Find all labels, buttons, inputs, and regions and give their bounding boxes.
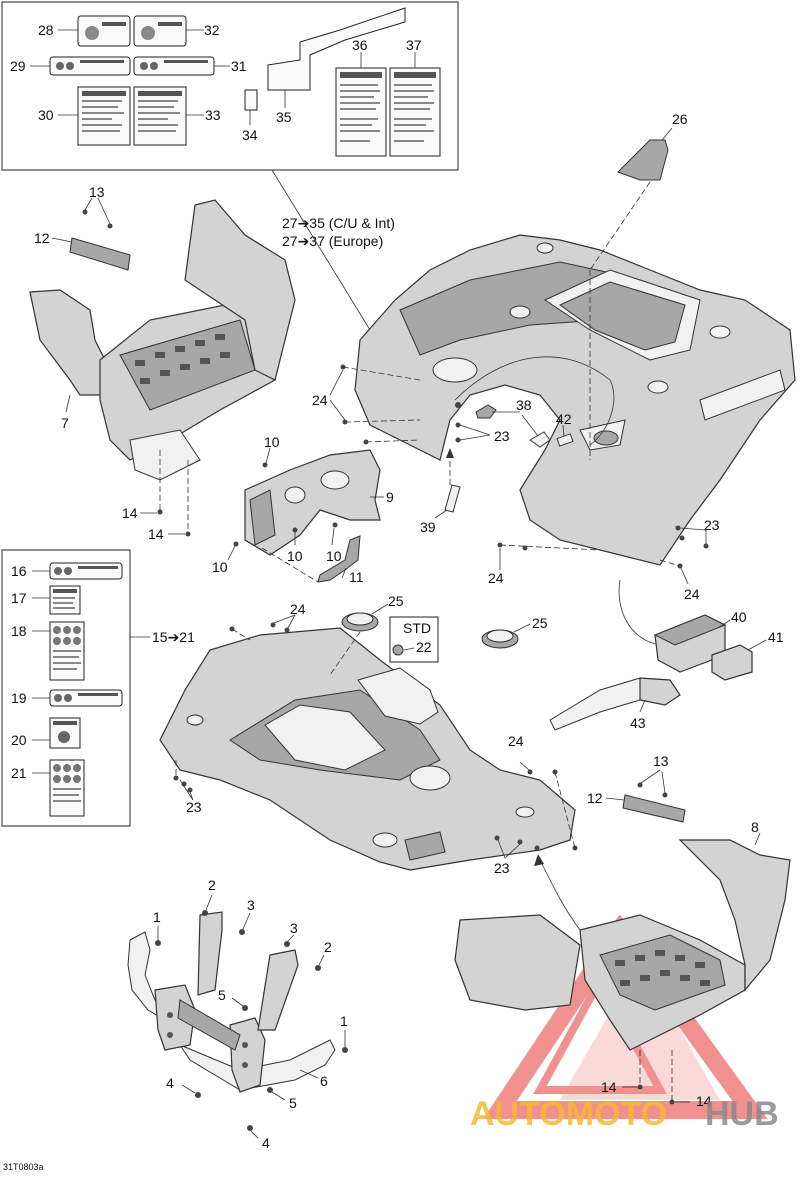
label-42: 42 — [556, 411, 572, 427]
label-10d: 10 — [326, 548, 342, 564]
label-37: 37 — [406, 37, 422, 53]
watermark-word-a: AUTOMOTO — [470, 1095, 667, 1133]
part-25-right — [481, 629, 519, 649]
part-25-left — [341, 612, 379, 632]
label-14a: 14 — [122, 505, 138, 521]
label-31: 31 — [231, 58, 247, 74]
label-13a: 13 — [89, 184, 105, 200]
label-21: 21 — [11, 765, 27, 781]
label-43: 43 — [630, 715, 646, 731]
label-3b: 3 — [290, 920, 298, 936]
label-16: 16 — [11, 563, 27, 579]
label-24e: 24 — [508, 733, 524, 749]
diagram-code: 31T0803a — [3, 1162, 44, 1172]
label-39: 39 — [420, 519, 436, 535]
label-41: 41 — [768, 629, 784, 645]
part-43 — [549, 677, 681, 731]
decal-range-label: 15➔21 — [152, 629, 195, 645]
label-26: 26 — [672, 111, 688, 127]
label-25a: 25 — [388, 593, 404, 609]
decal-35 — [267, 7, 406, 91]
label-23d: 23 — [494, 860, 510, 876]
decal-30 — [77, 86, 131, 146]
label-4a: 4 — [166, 1075, 174, 1091]
label-28: 28 — [38, 22, 54, 38]
decal-34 — [244, 89, 258, 111]
label-20: 20 — [11, 732, 27, 748]
std-label: STD — [403, 620, 431, 636]
label-5b: 5 — [289, 1095, 297, 1111]
part-41 — [711, 644, 753, 681]
label-12b: 12 — [587, 790, 603, 806]
label-4b: 4 — [262, 1135, 270, 1151]
label-12a: 12 — [34, 230, 50, 246]
label-40: 40 — [731, 609, 747, 625]
part-39 — [444, 484, 461, 513]
label-29: 29 — [10, 58, 26, 74]
front-fender — [159, 627, 576, 871]
decal-box-left — [1, 549, 150, 827]
label-6: 6 — [320, 1073, 328, 1089]
label-17: 17 — [11, 590, 27, 606]
label-5a: 5 — [218, 987, 226, 1003]
label-35: 35 — [276, 109, 292, 125]
label-24a: 24 — [312, 392, 328, 408]
decal-36 — [335, 67, 387, 157]
label-23c: 23 — [186, 799, 202, 815]
decal-37 — [389, 67, 441, 157]
label-23a: 23 — [494, 428, 510, 444]
label-7: 7 — [61, 415, 69, 431]
label-23b: 23 — [704, 517, 720, 533]
range-note-line1: 27➔35 (C/U & Int) — [282, 215, 395, 231]
label-1a: 1 — [153, 909, 161, 925]
label-22: 22 — [416, 639, 432, 655]
label-32: 32 — [204, 22, 220, 38]
part-40 — [653, 614, 727, 673]
part-26 — [617, 139, 669, 181]
label-3a: 3 — [247, 897, 255, 913]
label-11: 11 — [349, 569, 364, 585]
rear-fender — [354, 234, 796, 566]
label-24b: 24 — [488, 570, 504, 586]
label-10a: 10 — [264, 434, 280, 450]
range-note-line2: 27➔37 (Europe) — [282, 233, 383, 249]
label-8: 8 — [751, 819, 759, 835]
label-30: 30 — [38, 107, 54, 123]
label-2b: 2 — [324, 939, 332, 955]
watermark-word-b: HUB — [705, 1095, 779, 1133]
label-14c: 14 — [601, 1079, 617, 1095]
label-1b: 1 — [340, 1013, 348, 1029]
label-14d: 14 — [696, 1093, 712, 1109]
label-38: 38 — [516, 397, 532, 413]
decal-33 — [133, 86, 187, 146]
label-10c: 10 — [287, 548, 303, 564]
left-footrest-step-plate — [51, 237, 131, 271]
label-33: 33 — [205, 107, 221, 123]
label-36: 36 — [352, 37, 368, 53]
label-10b: 10 — [212, 559, 228, 575]
part-38 — [475, 404, 497, 419]
label-13b: 13 — [653, 753, 669, 769]
front-bumper — [127, 911, 336, 1093]
label-24c: 24 — [684, 586, 700, 602]
bracket-9 — [244, 449, 381, 556]
watermark-text: AUTOMOTO HUB — [470, 1095, 779, 1133]
label-34: 34 — [242, 127, 258, 143]
label-19: 19 — [11, 690, 27, 706]
label-18: 18 — [11, 623, 27, 639]
label-24d: 24 — [290, 601, 306, 617]
label-2a: 2 — [208, 877, 216, 893]
right-footrest — [454, 839, 791, 1051]
label-14b: 14 — [148, 526, 164, 542]
decal-kit-box — [1, 1, 459, 171]
part-42 — [556, 433, 574, 447]
label-9: 9 — [386, 489, 394, 505]
left-footrest — [29, 199, 296, 481]
label-25b: 25 — [532, 615, 548, 631]
right-footrest-step-plate — [622, 794, 686, 823]
